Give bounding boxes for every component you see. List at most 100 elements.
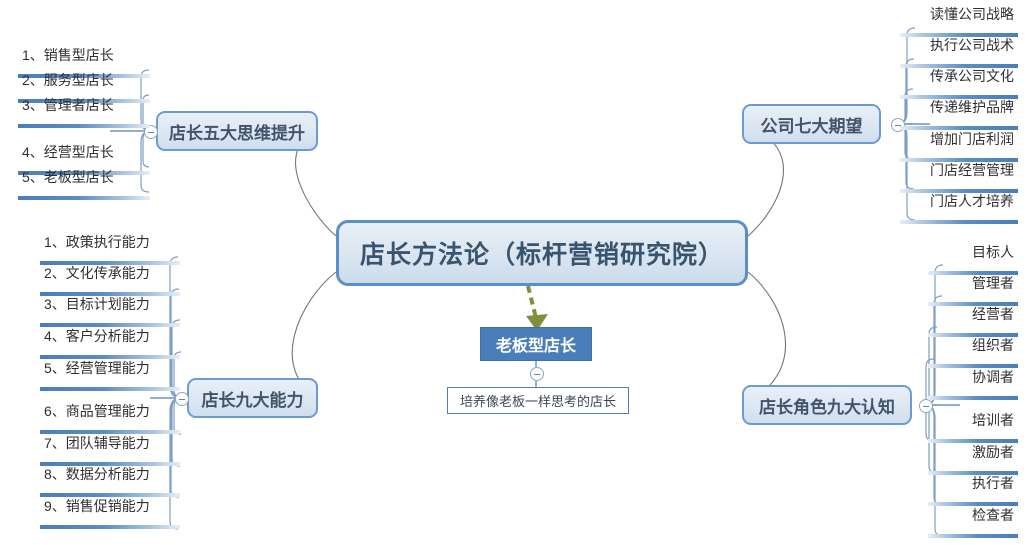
leaf-underline: [40, 430, 180, 434]
leaf-underline: [40, 292, 180, 296]
leaf-item[interactable]: 门店经营管理: [900, 158, 1018, 193]
branch-label-thinking: 店长五大思维提升: [169, 123, 305, 143]
leaf-underline: [18, 99, 150, 103]
leaf-label: 8、数据分析能力: [44, 466, 150, 482]
leaf-item[interactable]: 组织者: [928, 333, 1018, 368]
leaf-label: 3、管理者店长: [22, 97, 114, 113]
branch-node-roles[interactable]: 店长角色九大认知: [742, 385, 912, 425]
leaf-item[interactable]: 经营者: [928, 302, 1018, 337]
leaf-item[interactable]: 2、文化传承能力: [40, 261, 180, 296]
leaf-item[interactable]: 7、团队辅导能力: [40, 431, 180, 466]
leaf-underline: [40, 493, 180, 497]
leaf-label: 1、政策执行能力: [44, 234, 150, 250]
leaf-item[interactable]: 9、销售促销能力: [40, 494, 180, 529]
leaf-underline: [40, 387, 180, 391]
leaf-underline: [928, 502, 1018, 506]
leaf-item[interactable]: 6、商品管理能力: [40, 399, 180, 434]
leaf-item[interactable]: 协调者: [928, 365, 1018, 400]
branch-node-expectations[interactable]: 公司七大期望: [742, 104, 881, 144]
leaf-underline: [40, 261, 180, 265]
collapse-toggle-highlight[interactable]: [530, 367, 544, 381]
leaf-item[interactable]: 执行者: [928, 471, 1018, 506]
leaf-label: 增加门店利润: [930, 131, 1014, 147]
leaf-item[interactable]: 增加门店利润: [900, 127, 1018, 162]
leaf-underline: [40, 355, 180, 359]
leaf-label: 执行者: [972, 475, 1014, 491]
leaf-underline: [40, 525, 180, 529]
leaf-label: 执行公司战术: [930, 37, 1014, 53]
root-node[interactable]: 店长方法论（标杆营销研究院）: [336, 220, 748, 286]
leaf-label: 4、经营型店长: [22, 144, 114, 160]
leaf-item[interactable]: 1、销售型店长: [18, 43, 150, 78]
leaf-item[interactable]: 3、管理者店长: [18, 93, 150, 128]
leaf-label: 目标人: [972, 244, 1014, 260]
leaf-label: 传承公司文化: [930, 68, 1014, 84]
leaf-label: 4、客户分析能力: [44, 328, 150, 344]
leaf-item[interactable]: 目标人: [928, 240, 1018, 275]
leaf-label: 5、经营管理能力: [44, 360, 150, 376]
leaf-label: 培训者: [972, 412, 1014, 428]
leaf-underline: [18, 196, 150, 200]
leaf-item[interactable]: 1、政策执行能力: [40, 230, 180, 265]
leaf-label: 5、老板型店长: [22, 169, 114, 185]
leaf-label: 传递维护品牌: [930, 99, 1014, 115]
leaf-item[interactable]: 激励者: [928, 440, 1018, 475]
leaf-item[interactable]: 4、经营型店长: [18, 140, 150, 175]
leaf-underline: [900, 126, 1018, 130]
branch-label-skills: 店长九大能力: [201, 390, 304, 410]
branch-node-thinking[interactable]: 店长五大思维提升: [156, 111, 318, 151]
leaf-item[interactable]: 培训者: [928, 408, 1018, 443]
leaf-label: 6、商品管理能力: [44, 403, 150, 419]
highlight-node-boss-type[interactable]: 老板型店长: [480, 327, 592, 361]
leaf-underline: [900, 64, 1018, 68]
leaf-underline: [928, 471, 1018, 475]
leaf-item[interactable]: 传承公司文化: [900, 64, 1018, 99]
leaf-underline: [928, 333, 1018, 337]
leaf-item[interactable]: 5、老板型店长: [18, 165, 150, 200]
emphasis-arrow: [526, 285, 548, 331]
leaf-underline: [928, 396, 1018, 400]
leaf-item[interactable]: 2、服务型店长: [18, 68, 150, 103]
leaf-item[interactable]: 3、目标计划能力: [40, 292, 180, 327]
collapse-toggle-skills[interactable]: [175, 392, 189, 406]
leaf-label: 2、文化传承能力: [44, 265, 150, 281]
highlight-caption-text: 培养像老板一样思考的店长: [459, 394, 616, 409]
leaf-underline: [928, 271, 1018, 275]
leaf-item[interactable]: 执行公司战术: [900, 33, 1018, 68]
leaf-label: 门店经营管理: [930, 162, 1014, 178]
leaf-item[interactable]: 5、经营管理能力: [40, 356, 180, 391]
branch-node-skills[interactable]: 店长九大能力: [187, 378, 318, 418]
leaf-item[interactable]: 门店人才培养: [900, 189, 1018, 224]
collapse-toggle-roles[interactable]: [919, 399, 933, 413]
leaf-label: 9、销售促销能力: [44, 498, 150, 514]
leaf-label: 协调者: [972, 369, 1014, 385]
leaf-underline: [40, 462, 180, 466]
page-title: 店长方法论（标杆营销研究院）: [359, 241, 724, 269]
branch-label-expectations: 公司七大期望: [760, 116, 863, 136]
leaf-underline: [928, 364, 1018, 368]
leaf-underline: [900, 189, 1018, 193]
leaf-underline: [928, 439, 1018, 443]
leaf-underline: [18, 124, 150, 128]
leaf-item[interactable]: 检查者: [928, 503, 1018, 538]
highlight-caption-box[interactable]: 培养像老板一样思考的店长: [447, 387, 629, 414]
branch-label-roles: 店长角色九大认知: [759, 397, 895, 417]
leaf-label: 3、目标计划能力: [44, 296, 150, 312]
highlight-label: 老板型店长: [495, 338, 576, 355]
leaf-underline: [900, 95, 1018, 99]
leaf-item[interactable]: 4、客户分析能力: [40, 324, 180, 359]
leaf-label: 7、团队辅导能力: [44, 435, 150, 451]
leaf-item[interactable]: 读懂公司战略: [900, 2, 1018, 37]
leaf-item[interactable]: 传递维护品牌: [900, 95, 1018, 130]
leaf-item[interactable]: 管理者: [928, 271, 1018, 306]
leaf-label: 组织者: [972, 337, 1014, 353]
leaf-underline: [900, 220, 1018, 224]
leaf-label: 读懂公司战略: [930, 6, 1014, 22]
collapse-toggle-thinking[interactable]: [144, 125, 158, 139]
leaf-item[interactable]: 8、数据分析能力: [40, 462, 180, 497]
leaf-underline: [18, 74, 150, 78]
leaf-label: 经营者: [972, 306, 1014, 322]
leaf-label: 检查者: [972, 507, 1014, 523]
leaf-label: 2、服务型店长: [22, 72, 114, 88]
